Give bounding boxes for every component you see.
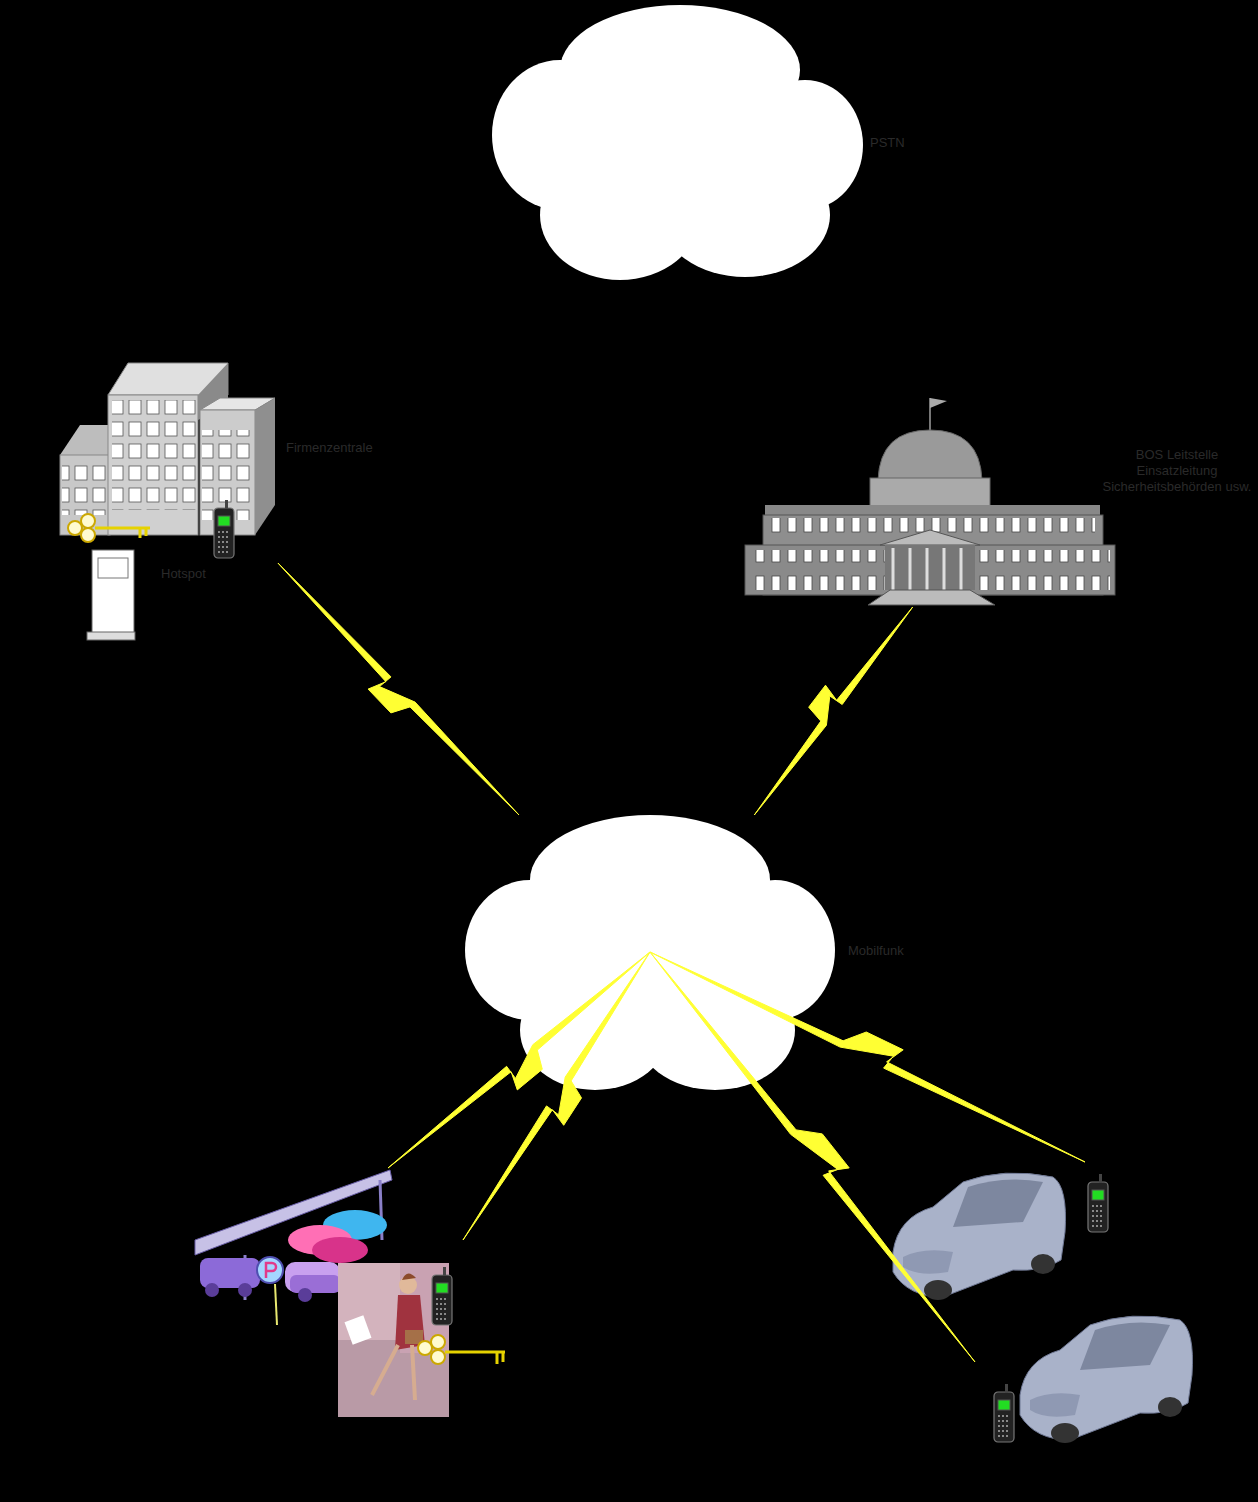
lightning-link <box>650 952 975 1362</box>
office-building <box>60 363 275 640</box>
lightning-links <box>388 952 1085 1362</box>
node-label: Mobilfunk <box>848 943 904 959</box>
lightning-link <box>463 952 650 1240</box>
car-icon <box>1020 1316 1193 1443</box>
lightning-link <box>650 952 1085 1162</box>
node-label: BOS Leitstelle Einsatzleitung Sicherheit… <box>1102 447 1252 495</box>
cloud <box>492 5 863 280</box>
network-node: BOS Leitstelle Einsatzleitung Sicherheit… <box>745 395 1117 607</box>
key-icon <box>418 1335 505 1364</box>
lightning-connector <box>754 607 912 815</box>
node-label: PSTN <box>870 135 905 151</box>
node-label: Firmenzentrale <box>286 440 373 456</box>
network-node: PSTN <box>495 5 863 283</box>
lightning-bolt <box>754 607 912 815</box>
car-icon <box>893 1173 1066 1300</box>
lightning-connector <box>278 563 519 815</box>
government-building <box>745 398 1115 605</box>
lightning-link <box>388 952 650 1168</box>
node-label: Hotspot <box>161 566 206 582</box>
network-node: Mobilfunk <box>468 815 836 1090</box>
network-node: FirmenzentraleHotspot <box>58 360 278 642</box>
lightning-bolt <box>278 563 519 815</box>
